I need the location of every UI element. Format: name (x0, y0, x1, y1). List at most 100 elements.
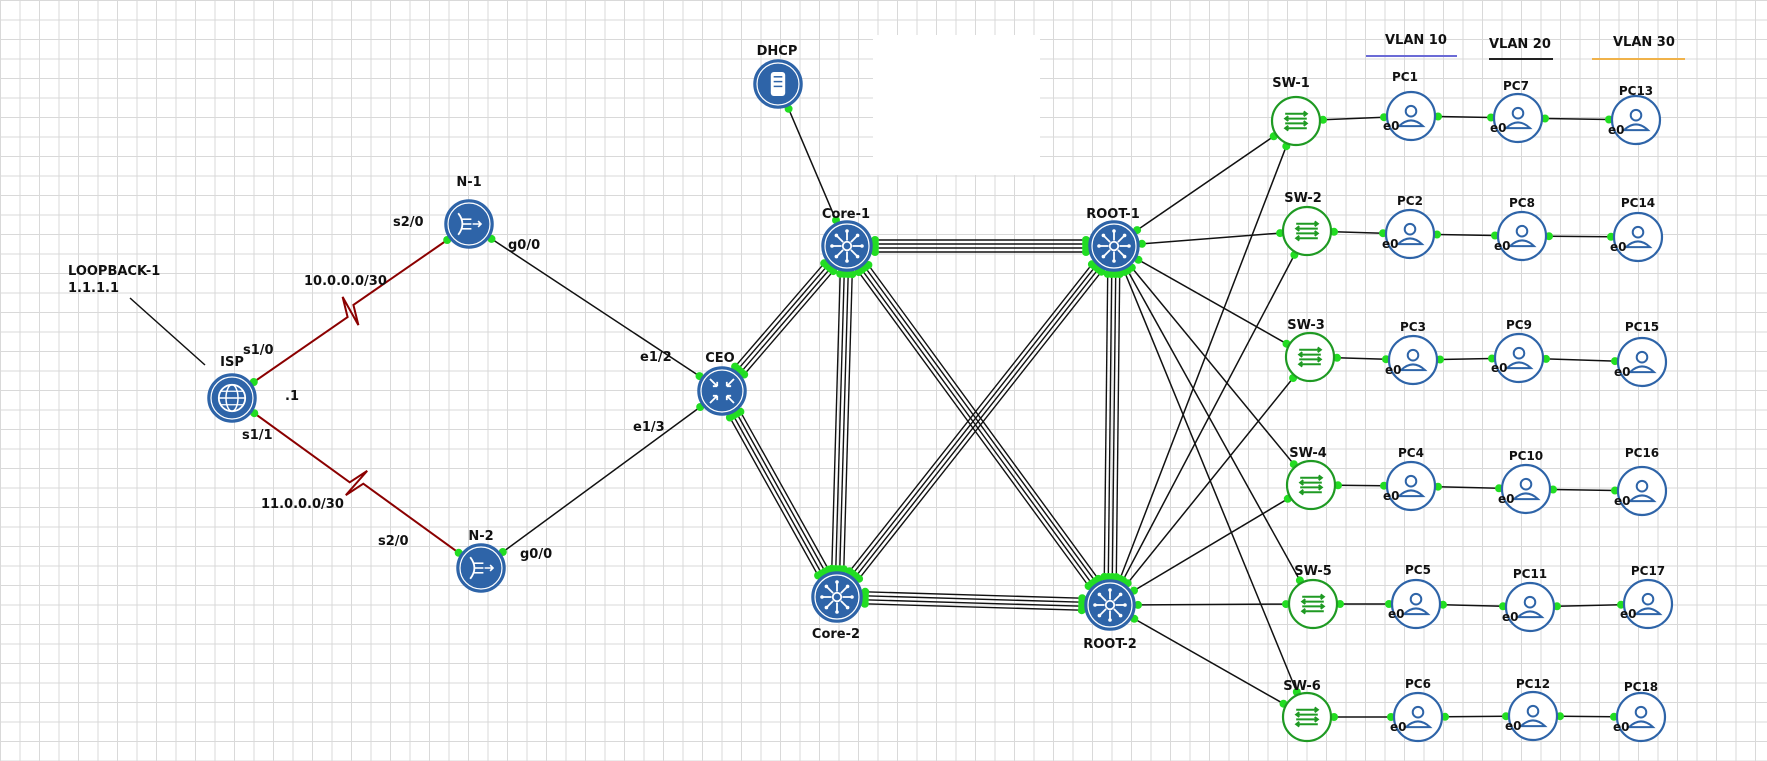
core2-spoke-tip-0 (850, 595, 854, 599)
core1-spoke-tip-2 (845, 259, 849, 263)
link-core2-root1-port-a4 (855, 574, 864, 583)
pc4-person-body (1396, 489, 1426, 498)
root1-spoke-tip-0 (1127, 244, 1131, 248)
pc6-person-body (1403, 720, 1433, 729)
sw3-label: SW-3 (1287, 318, 1325, 333)
root1-spoke-tip-3 (1101, 254, 1106, 259)
root2-circle (1084, 579, 1136, 631)
sw1-circle (1270, 95, 1322, 147)
link-isp-n1-to-port-label: s2/0 (393, 215, 424, 230)
dhcp-server-icon (770, 72, 786, 96)
pc14-label: PC14 (1621, 196, 1655, 210)
sw3-switch-arrow-2 (1299, 356, 1323, 363)
pc6-label: PC6 (1405, 677, 1431, 691)
pc12-person-body (1518, 719, 1548, 728)
node-root2[interactable]: ROOT-2 (1083, 579, 1137, 652)
link-pc12-pc18 (1559, 715, 1615, 718)
core2-spoke-tip-5 (824, 584, 829, 589)
node-n2[interactable]: N-2 (456, 529, 506, 593)
ceo-circle (697, 366, 747, 416)
node-sw6[interactable]: SW-6 (1281, 679, 1333, 743)
link-sw3-pc3 (1336, 357, 1387, 360)
node-sw2[interactable]: SW-2 (1281, 191, 1333, 257)
link-root1-sw5 (1126, 270, 1301, 581)
loopback-link (129, 297, 206, 366)
link-isp-n1-from-port-label: s1/0 (243, 343, 274, 358)
root2-spoke-tip-0 (1123, 603, 1127, 607)
vlan20-label: VLAN 20 (1489, 37, 1551, 52)
node-sw3[interactable]: SW-3 (1284, 318, 1336, 383)
link-ceo-core1-wire-1 (734, 262, 825, 368)
link-n1-ceo-to-port-label: e1/2 (640, 350, 672, 365)
node-core2[interactable]: Core-2 (811, 571, 863, 642)
pc17-label: PC17 (1631, 564, 1665, 578)
root2-spoke-tip-6 (1108, 588, 1112, 592)
pc15-person-head (1635, 350, 1649, 364)
ceo-router-arrow-2 (725, 378, 735, 388)
link-ceo-core1-wire-2 (737, 265, 828, 370)
core2-spoke-tip-6 (835, 580, 839, 584)
link-pc11-pc17 (1556, 603, 1622, 608)
node-sw1[interactable]: SW-1 (1270, 76, 1322, 147)
core1-hub-icon (841, 240, 853, 252)
pc9-port-label: e0 (1491, 361, 1508, 375)
node-sw5[interactable]: SW-5 (1287, 564, 1339, 630)
sw6-circle (1281, 691, 1333, 743)
ceo-router-arrow-1 (709, 378, 719, 388)
link-ceo-core1-port-a4 (740, 370, 749, 379)
n2-inner-ring (459, 546, 503, 590)
pc12-port-label: e0 (1505, 719, 1522, 733)
pc2-label: PC2 (1397, 194, 1423, 208)
n2-label: N-2 (468, 529, 493, 544)
link-root1-root2-wire-3 (1107, 273, 1113, 578)
sw2-circle (1281, 205, 1333, 257)
pc8-person-body (1507, 239, 1537, 248)
n2-fw-arrow (484, 564, 495, 572)
node-ceo[interactable]: CEO (697, 351, 747, 416)
node-dhcp[interactable]: DHCP (753, 44, 803, 109)
node-core1[interactable]: Core-1 (821, 207, 873, 272)
node-isp[interactable]: ISP (207, 355, 257, 423)
link-ceo-core1-port-b4 (829, 267, 838, 276)
pc4-port-label: e0 (1383, 489, 1400, 503)
pc5-person-body (1401, 607, 1431, 616)
link-n2-ceo-to-port-label: e1/3 (633, 420, 665, 435)
pc13-person-body (1621, 123, 1651, 132)
core2-spoke-tip-2 (835, 610, 839, 614)
sw4-switch-arrow-2 (1300, 484, 1324, 491)
link-ceo-core2-wire-2 (736, 413, 826, 572)
core1-spoke-tip-6 (845, 229, 849, 233)
link-ceo-core2-wire-1 (739, 411, 830, 570)
sw6-switch-arrow-3 (1294, 721, 1318, 728)
sw4-circle (1285, 459, 1337, 511)
node-n1[interactable]: N-1 (444, 175, 494, 249)
node-sw4[interactable]: SW-4 (1285, 446, 1337, 511)
node-root1[interactable]: ROOT-1 (1086, 207, 1140, 272)
pc17-person-body (1633, 607, 1663, 616)
links-layer (253, 108, 1622, 718)
link-pc10-pc16 (1552, 488, 1616, 492)
pc12-person-head (1526, 704, 1540, 718)
dhcp-inner-ring (756, 62, 800, 106)
link-sw2-pc2 (1333, 231, 1384, 234)
pc7-person-head (1511, 106, 1525, 120)
link-core2-root1-wire-3 (855, 268, 1099, 577)
